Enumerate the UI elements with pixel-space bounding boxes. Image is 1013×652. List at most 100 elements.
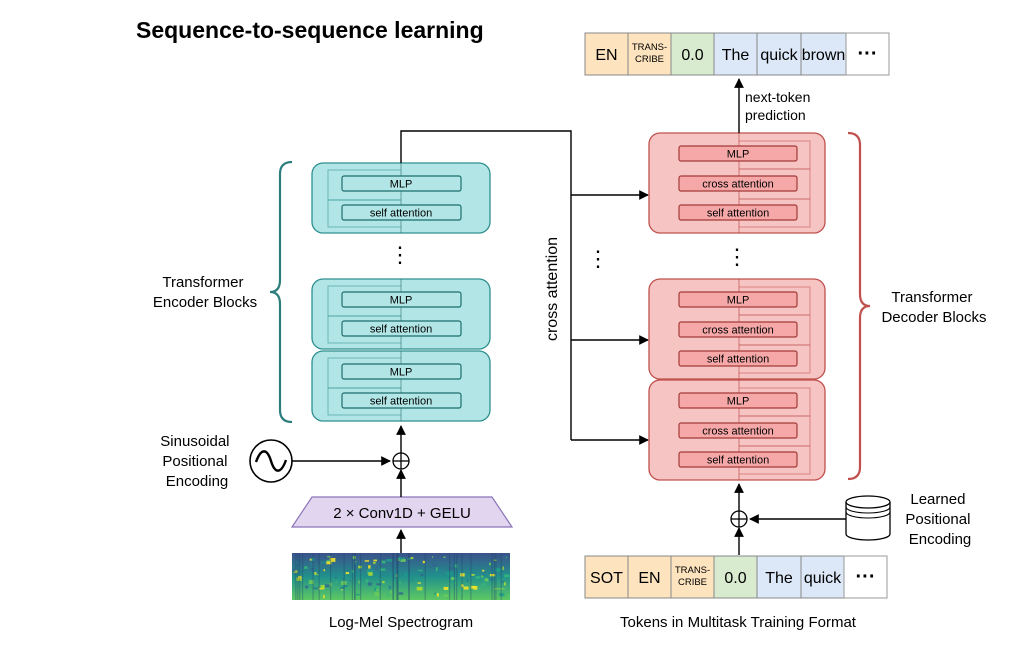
next-token-line1: next-token	[745, 89, 810, 105]
input-token-text: 0.0	[724, 570, 746, 587]
sinusoidal-label-line3: Encoding	[166, 473, 229, 490]
input-token-text: The	[765, 570, 793, 587]
output-token-text: EN	[595, 47, 617, 64]
input-token-text: quick	[804, 570, 842, 587]
encoder-self-attention-layer	[341, 320, 462, 337]
output-token: EN	[584, 32, 629, 76]
decoder-label: Transformer Decoder Blocks	[881, 289, 986, 326]
decoder-add-icon	[730, 510, 748, 528]
learned-label-line3: Encoding	[909, 531, 972, 548]
decoder-self-attention-label: self attention	[707, 354, 769, 366]
conv-block	[290, 496, 514, 528]
input-token-text: SOT	[590, 570, 623, 587]
next-token-label: next-token prediction	[745, 89, 814, 123]
sine-wave-icon	[249, 439, 293, 483]
sinusoidal-label: Sinusoidal Positional Encoding	[160, 433, 233, 490]
decoder-block: MLP cross attention self attention	[648, 379, 826, 481]
output-token-text: CRIBE	[635, 54, 664, 65]
decoder-self-attention-layer	[678, 451, 798, 468]
decoder-ellipsis: ⋮	[726, 244, 748, 269]
decoder-mlp-layer	[678, 291, 798, 308]
encoder-self-attention-label: self attention	[370, 396, 432, 408]
encoder-self-attention-layer	[341, 392, 462, 409]
input-token: ···	[843, 555, 888, 599]
encoder-label-line2: Encoder Blocks	[153, 294, 257, 311]
input-token-text: EN	[638, 570, 660, 587]
decoder-cross-attention-layer	[678, 422, 798, 439]
cross-attention-ellipsis: ⋮	[587, 246, 609, 271]
decoder-self-attention-layer	[678, 204, 798, 221]
output-token-text: 0.0	[681, 47, 703, 64]
decoder-cross-attention-layer	[678, 321, 798, 338]
output-token-text: brown	[802, 47, 846, 64]
decoder-mlp-label: MLP	[727, 396, 750, 408]
output-token: The	[713, 32, 758, 76]
decoder-label-line1: Transformer	[891, 289, 972, 306]
encoder-block: MLP self attention	[311, 162, 491, 234]
encoder-mlp-layer	[341, 291, 462, 308]
encoder-ellipsis: ⋮	[389, 242, 411, 267]
sinusoidal-label-line2: Positional	[162, 453, 227, 470]
output-token: TRANS-CRIBE	[627, 32, 672, 76]
encoder-block: MLP self attention	[311, 278, 491, 350]
conv-label: 2 × Conv1D + GELU	[333, 505, 471, 522]
decoder-mlp-layer	[678, 145, 798, 162]
decoder-self-attention-layer	[678, 350, 798, 367]
spectrogram-image	[292, 553, 510, 600]
tokens-label: Tokens in Multitask Training Format	[620, 614, 857, 631]
input-token-row: SOT EN TRANS-CRIBE 0.0 The quick ···	[584, 555, 888, 599]
learned-label: Learned Positional Encoding	[905, 491, 974, 548]
decoder-self-attention-label: self attention	[707, 455, 769, 467]
decoder-mlp-label: MLP	[727, 295, 750, 307]
spectrogram-label: Log-Mel Spectrogram	[329, 614, 473, 631]
encoder-self-attention-label: self attention	[370, 208, 432, 220]
encoder-self-attention-label: self attention	[370, 324, 432, 336]
sinusoidal-label-line1: Sinusoidal	[160, 433, 229, 450]
decoder-cross-attention-label: cross attention	[702, 179, 774, 191]
decoder-block: MLP cross attention self attention	[648, 278, 826, 380]
diagram-title: Sequence-to-sequence learning	[136, 17, 484, 43]
decoder-cross-attention-label: cross attention	[702, 426, 774, 438]
decoder-mlp-layer	[678, 392, 798, 409]
encoder-mlp-label: MLP	[390, 295, 413, 307]
decoder-mlp-label: MLP	[727, 149, 750, 161]
decoder-label-line2: Decoder Blocks	[881, 309, 986, 326]
encoder-mlp-layer	[341, 363, 462, 380]
learned-label-line2: Positional	[905, 511, 970, 528]
decoder-cross-attention-layer	[678, 175, 798, 192]
encoder-label-line1: Transformer	[162, 274, 243, 291]
input-token-text: ···	[856, 566, 876, 588]
database-cylinder-icon	[845, 495, 891, 541]
learned-label-line1: Learned	[910, 491, 965, 508]
output-token-text: quick	[760, 47, 798, 64]
input-token-text: TRANS-	[675, 565, 710, 576]
output-token: ···	[845, 32, 890, 76]
decoder-cross-attention-label: cross attention	[702, 325, 774, 337]
cross-attention-label: cross attention	[544, 237, 561, 341]
output-token-text: The	[722, 47, 750, 64]
input-token-text: CRIBE	[678, 577, 707, 588]
decoder-self-attention-label: self attention	[707, 208, 769, 220]
input-token: The	[756, 555, 802, 599]
output-token-text: TRANS-	[632, 42, 667, 53]
encoder-label: Transformer Encoder Blocks	[153, 274, 257, 311]
input-token: quick	[800, 555, 845, 599]
input-token: EN	[627, 555, 672, 599]
decoder-bracket	[847, 131, 871, 481]
encoder-add-icon	[392, 452, 410, 470]
output-token: quick	[756, 32, 802, 76]
input-token: 0.0	[713, 555, 758, 599]
decoder-block: MLP cross attention self attention	[648, 132, 826, 234]
next-token-line2: prediction	[745, 107, 806, 123]
output-token: brown	[800, 32, 847, 76]
encoder-mlp-label: MLP	[390, 179, 413, 191]
input-token: SOT	[584, 555, 629, 599]
encoder-self-attention-layer	[341, 204, 462, 221]
output-token-text: ···	[858, 43, 878, 65]
encoder-bracket	[269, 160, 293, 424]
